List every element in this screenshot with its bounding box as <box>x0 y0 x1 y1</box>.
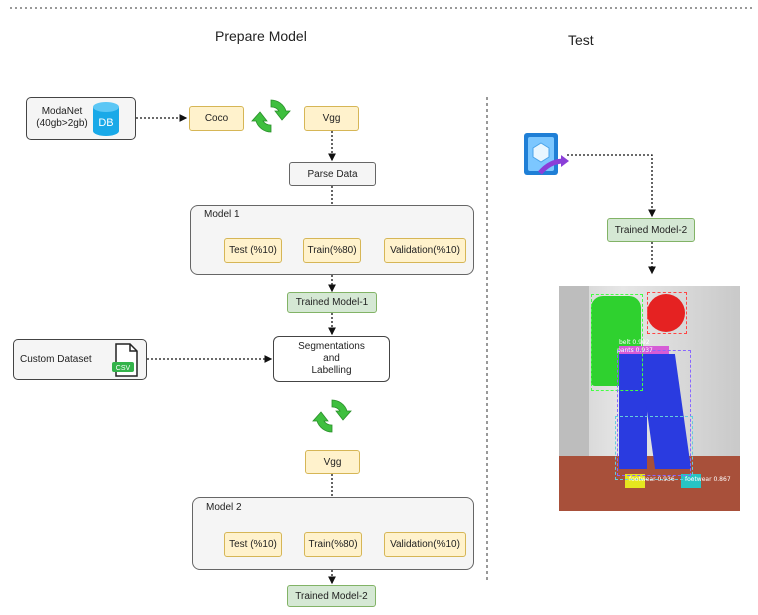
refresh-icon <box>312 399 352 433</box>
model-1-train-node[interactable]: Train(%80) <box>303 238 361 263</box>
bbox-bag <box>647 292 687 334</box>
bbox-lower <box>615 416 693 480</box>
bag-segment <box>647 294 685 332</box>
custom-dataset-source[interactable]: Custom Dataset CSV <box>13 339 147 380</box>
floor <box>559 456 740 511</box>
segmentation-line-1: Segmentations <box>298 341 365 352</box>
model-1-title: Model 1 <box>204 209 240 220</box>
model-1-test-node[interactable]: Test (%10) <box>224 238 282 263</box>
vgg-node-2[interactable]: Vgg <box>305 450 360 474</box>
segmentation-line-3: Labelling <box>311 365 352 376</box>
database-icon: DB <box>93 102 119 136</box>
cloud-deploy-icon[interactable] <box>520 131 570 179</box>
shoe-right-segment <box>681 474 701 488</box>
trained-model-1-node[interactable]: Trained Model-1 <box>287 292 377 313</box>
modanet-name: ModaNet <box>41 106 83 117</box>
modanet-source[interactable]: ModaNet (40gb>2gb) DB <box>26 97 136 140</box>
detection-label-footwear-1: footwear 0.936 <box>629 476 675 483</box>
model-2-train-node[interactable]: Train(%80) <box>304 532 362 557</box>
arrow-cloud-trained <box>567 154 656 218</box>
detection-label-belt: belt 0.992 <box>619 339 650 346</box>
segmentation-line-2: and <box>323 353 340 364</box>
test-heading: Test <box>568 32 594 48</box>
bbox-pants <box>617 350 691 476</box>
model-2-validation-node[interactable]: Validation(%10) <box>384 532 466 557</box>
model-2-test-node[interactable]: Test (%10) <box>224 532 282 557</box>
vgg-node-1[interactable]: Vgg <box>304 106 359 131</box>
modanet-label: ModaNet (40gb>2gb) <box>33 106 91 130</box>
detection-label-footwear-2: footwear 0.867 <box>685 476 731 483</box>
parse-data-node[interactable]: Parse Data <box>289 162 376 186</box>
test-trained-model-node[interactable]: Trained Model-2 <box>607 218 695 242</box>
csv-icon-text: CSV <box>116 365 131 372</box>
database-icon-text: DB <box>98 117 113 129</box>
shoe-left-segment <box>625 474 645 488</box>
custom-dataset-label: Custom Dataset <box>20 354 92 365</box>
prepare-model-heading: Prepare Model <box>215 28 307 44</box>
segmentation-node[interactable]: Segmentations and Labelling <box>273 336 390 382</box>
coco-node[interactable]: Coco <box>189 106 244 131</box>
refresh-icon <box>251 99 291 133</box>
trained-model-2-node[interactable]: Trained Model-2 <box>287 585 376 607</box>
model-1-validation-node[interactable]: Validation(%10) <box>384 238 466 263</box>
detection-label-pants: pants 0.937 <box>617 347 653 354</box>
csv-file-icon: CSV <box>112 343 138 377</box>
model-2-title: Model 2 <box>206 502 242 513</box>
test-result-image: belt 0.992 pants 0.937 footwear 0.936 fo… <box>559 286 740 511</box>
modanet-size: (40gb>2gb) <box>36 118 88 129</box>
